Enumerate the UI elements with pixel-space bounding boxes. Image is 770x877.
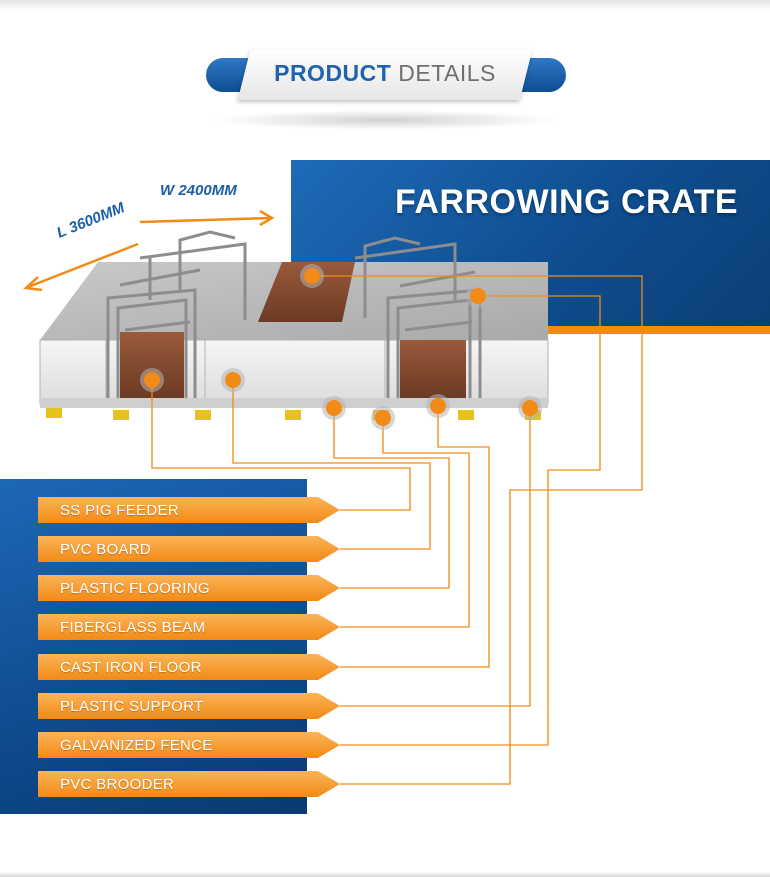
bottom-divider bbox=[0, 872, 770, 877]
section-title-light: DETAILS bbox=[398, 60, 496, 86]
feature-text: GALVANIZED FENCE bbox=[60, 737, 213, 754]
width-label: W 2400MM bbox=[160, 182, 237, 199]
right-feeder-box bbox=[400, 340, 466, 398]
feature-text: FIBERGLASS BEAM bbox=[60, 619, 206, 636]
feature-arrow bbox=[38, 497, 340, 523]
right-crate-frame bbox=[354, 236, 482, 398]
feature-arrow bbox=[38, 693, 340, 719]
banner-shadow bbox=[210, 110, 560, 130]
section-title: PRODUCT DETAILS bbox=[244, 60, 526, 87]
feature-label-cast-iron-floor: CAST IRON FLOOR bbox=[38, 654, 340, 680]
slatted-floor bbox=[40, 398, 548, 408]
feature-arrow bbox=[38, 614, 340, 640]
callout-markers bbox=[140, 264, 542, 430]
feature-text: PVC BOARD bbox=[60, 541, 152, 558]
feature-panel bbox=[0, 479, 307, 814]
feature-label-pvc-board: PVC BOARD bbox=[38, 536, 340, 562]
feature-text: PVC BROODER bbox=[60, 776, 175, 793]
section-title-bold: PRODUCT bbox=[274, 60, 392, 86]
feature-label-galvanized-fence: GALVANIZED FENCE bbox=[38, 732, 340, 758]
top-shade bbox=[0, 0, 770, 10]
callout-lines bbox=[151, 275, 643, 785]
center-feeder bbox=[258, 262, 355, 322]
feature-label-fiberglass-beam: FIBERGLASS BEAM bbox=[38, 614, 340, 640]
feature-arrow bbox=[38, 732, 340, 758]
dimension-arrow-length bbox=[23, 242, 139, 292]
front-board bbox=[39, 339, 549, 405]
left-crate-frame bbox=[106, 230, 247, 398]
feature-arrow bbox=[38, 654, 340, 680]
feature-arrow bbox=[38, 575, 340, 601]
feature-label-ss-pig-feeder: SS PIG FEEDER bbox=[38, 497, 340, 523]
feature-text: PLASTIC FLOORING bbox=[60, 580, 210, 597]
feature-label-pvc-brooder: PVC BROODER bbox=[38, 771, 340, 797]
product-title: FARROWING CRATE bbox=[395, 183, 739, 221]
dimension-arrow-width bbox=[139, 209, 275, 227]
feature-arrow bbox=[38, 536, 340, 562]
support-feet bbox=[46, 408, 541, 420]
feature-label-plastic-support: PLASTIC SUPPORT bbox=[38, 693, 340, 719]
feature-label-plastic-flooring: PLASTIC FLOORING bbox=[38, 575, 340, 601]
feature-arrow bbox=[38, 771, 340, 797]
feature-text: CAST IRON FLOOR bbox=[60, 659, 202, 676]
feature-text: SS PIG FEEDER bbox=[60, 502, 179, 519]
feature-text: PLASTIC SUPPORT bbox=[60, 698, 204, 715]
